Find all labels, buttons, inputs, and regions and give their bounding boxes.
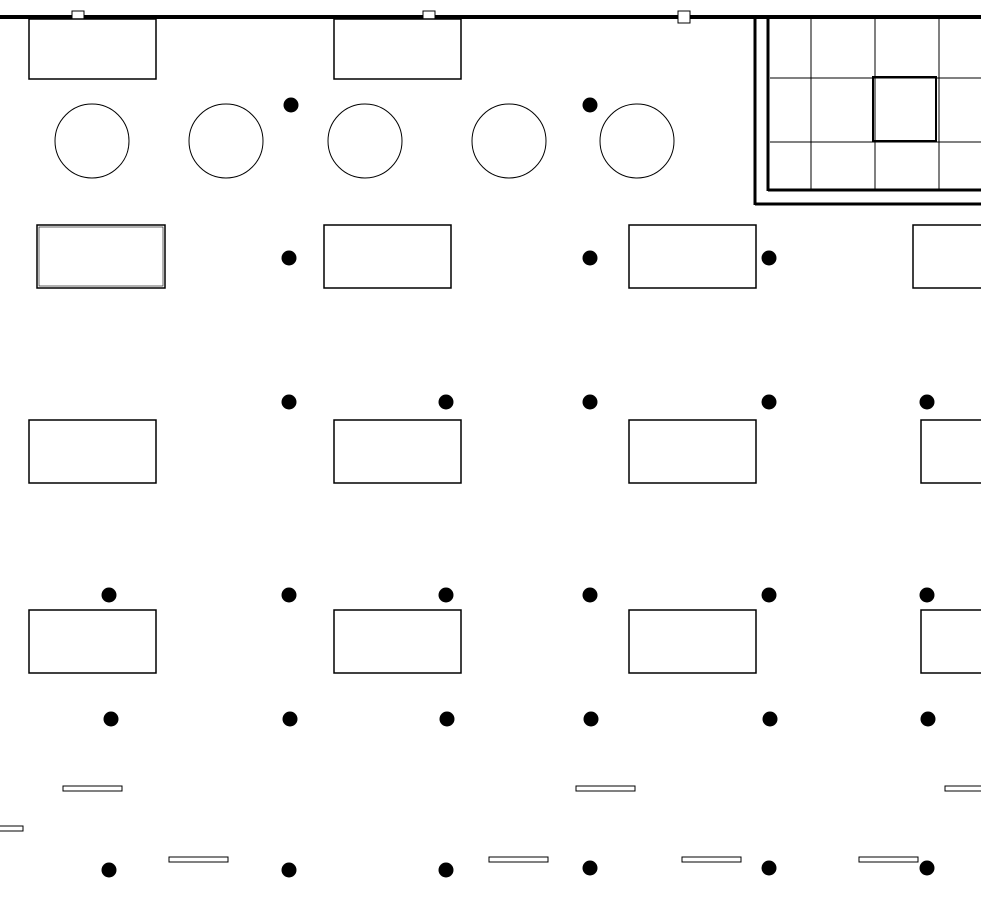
bench-icon (488, 856, 549, 863)
column-post-icon (919, 587, 935, 603)
bench-icon (944, 785, 981, 792)
column-post-icon (761, 394, 777, 410)
wall-fixture-icon (677, 10, 691, 24)
rectangular-table-icon (628, 224, 757, 289)
column-post-icon (761, 860, 777, 876)
round-table-icon (327, 103, 403, 179)
column-post-icon (919, 860, 935, 876)
rectangular-table-icon (28, 609, 157, 674)
column-post-icon (582, 394, 598, 410)
benches (0, 785, 981, 863)
bench-icon (168, 856, 229, 863)
column-post-icon (281, 587, 297, 603)
rectangular-table-icon (36, 224, 166, 289)
column-post-icon (582, 860, 598, 876)
rectangular-table-icon (333, 609, 462, 674)
column-post-icon (438, 394, 454, 410)
bench-icon (858, 856, 919, 863)
column-post-icon (582, 97, 598, 113)
column-post-icon (761, 587, 777, 603)
round-table-icon (599, 103, 675, 179)
rectangular-table-icon (323, 224, 452, 289)
round-table-icon (188, 103, 264, 179)
column-post-icon (281, 394, 297, 410)
rectangular-table-icon (628, 419, 757, 484)
column-post-icon (582, 587, 598, 603)
tiled-area (753, 17, 981, 206)
column-post-icon (281, 250, 297, 266)
column-post-icon (281, 862, 297, 878)
bench-icon (62, 785, 123, 792)
rectangular-tables (28, 18, 981, 674)
rectangular-table-icon (28, 419, 157, 484)
round-table-icon (54, 103, 130, 179)
column-post-icon (101, 862, 117, 878)
bench-icon (575, 785, 636, 792)
rectangular-table-icon (28, 18, 157, 80)
column-posts (101, 97, 936, 878)
round-table-icon (471, 103, 547, 179)
column-post-icon (438, 862, 454, 878)
column-post-icon (583, 711, 599, 727)
column-post-icon (762, 711, 778, 727)
rectangular-table-icon (912, 224, 981, 289)
rectangular-table-icon (628, 609, 757, 674)
column-post-icon (920, 711, 936, 727)
tiled-area-block (872, 76, 937, 142)
column-post-icon (439, 711, 455, 727)
rectangular-table-icon (333, 419, 462, 484)
rectangular-table-icon (333, 18, 462, 80)
bench-icon (681, 856, 742, 863)
column-post-icon (101, 587, 117, 603)
column-post-icon (283, 97, 299, 113)
column-post-icon (582, 250, 598, 266)
bench-icon (0, 825, 24, 832)
rectangular-table-icon (920, 419, 981, 484)
column-post-icon (761, 250, 777, 266)
rectangular-table-icon (920, 609, 981, 674)
round-tables (54, 103, 675, 179)
column-post-icon (282, 711, 298, 727)
column-post-icon (438, 587, 454, 603)
column-post-icon (103, 711, 119, 727)
rectangular-table-icon-inner (38, 226, 164, 287)
column-post-icon (919, 394, 935, 410)
